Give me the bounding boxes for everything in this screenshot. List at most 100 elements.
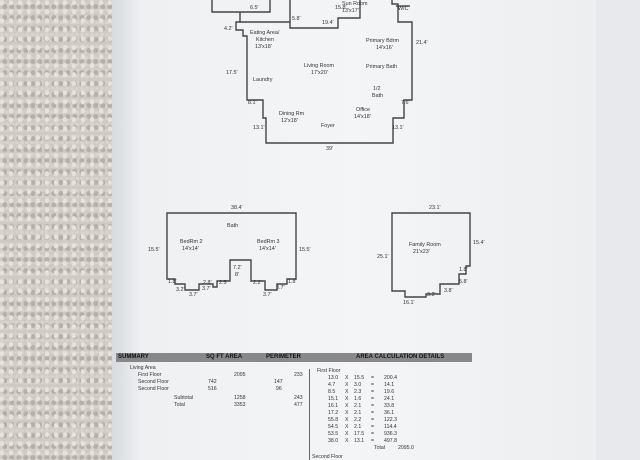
detail-cell: X	[345, 389, 349, 395]
dim-label: 8'	[235, 272, 239, 278]
primary-bdrm-label: Primary Bdrm	[366, 38, 399, 44]
details-total-value: 2095.0	[398, 445, 414, 451]
detail-cell: 16.1	[328, 403, 339, 409]
total-perimeter: 477	[294, 402, 303, 408]
detail-cell: =	[371, 382, 375, 388]
summary-row-sqft: 2095	[234, 372, 246, 378]
detail-cell: 497.8	[384, 438, 397, 444]
wic-label: WIC	[398, 6, 409, 12]
dim-label: 3.7'	[276, 285, 285, 291]
dim-label: 25.1'	[377, 254, 389, 260]
dim-label: 1.8'	[168, 279, 177, 285]
detail-cell: 114.4	[384, 424, 397, 430]
dim-label: 16.1'	[403, 300, 415, 306]
detail-cell: 4.7	[328, 382, 336, 388]
detail-cell: 1.6	[354, 396, 362, 402]
summary-row-perimeter: 96	[276, 386, 282, 392]
detail-cell: 17.5	[354, 431, 365, 437]
bath-label: Bath	[227, 223, 238, 229]
dim-label: 19.4'	[322, 20, 334, 26]
dim-label: 2.5'	[219, 280, 228, 286]
detail-cell: X	[345, 431, 349, 437]
detail-cell: =	[371, 389, 375, 395]
eating-area-label: Eating Area/	[250, 30, 280, 36]
subtotal-label: Subtotal	[174, 395, 194, 401]
detail-cell: 14.1	[384, 382, 395, 388]
detail-cell: 19.6	[384, 389, 395, 395]
dim-label: 21.4'	[416, 40, 428, 46]
office-dims: 14'x18'	[354, 114, 371, 120]
detail-cell: X	[345, 382, 349, 388]
detail-cell: =	[371, 396, 375, 402]
detail-cell: =	[371, 417, 375, 423]
detail-cell: 53.5	[328, 431, 339, 437]
detail-cell: 15.1	[328, 396, 339, 402]
primary-bdrm-dims: 14'x16'	[376, 45, 393, 51]
detail-cell: 2.1	[354, 424, 362, 430]
details-total-label: Total	[374, 445, 385, 451]
detail-cell: 38.0	[328, 438, 339, 444]
detail-cell: 8.5	[328, 389, 336, 395]
family-room-plan: 23.1' 15.4' 25.1' 1.8' 5.8' 3.2' 3.8' 16…	[377, 205, 485, 306]
detail-cell: 122.3	[384, 417, 397, 423]
dim-label: 1.8'	[288, 279, 297, 285]
bedrm2-dims: 14'x14'	[182, 246, 199, 252]
detail-cell: 13.1	[354, 438, 365, 444]
detail-cell: =	[371, 431, 375, 437]
detail-cell: 2.1	[354, 403, 362, 409]
first-floor-plan: 6.5' 19.4' 15.8' 5.8' 4.2' 21.4' 17.5' 8…	[211, 0, 428, 152]
foyer-label: Foyer	[321, 123, 335, 129]
dim-label: 7.2'	[233, 265, 242, 271]
dim-label: 15.4'	[473, 240, 485, 246]
dim-label: 5.8'	[459, 279, 468, 285]
table-header-bar	[116, 353, 472, 362]
dim-label: 2.2'	[253, 280, 262, 286]
living-room-dims: 17'x20'	[311, 70, 328, 76]
detail-cell: 2.3	[354, 389, 362, 395]
detail-cell: X	[345, 375, 349, 381]
family-room-label: Family Room	[409, 242, 441, 248]
dim-label: 15.5'	[299, 247, 311, 253]
summary-row-sqft: 516	[208, 386, 217, 392]
dining-rm-dims: 12'x18'	[281, 118, 298, 124]
first-floor-label: First Floor	[317, 368, 341, 374]
living-room-label: Living Room	[304, 63, 334, 69]
summary-row-perimeter: 147	[274, 379, 283, 385]
dim-label: 6.5'	[250, 5, 259, 11]
primary-bath-label: Primary Bath	[366, 64, 397, 70]
sun-room-label: Sun Room	[342, 1, 368, 7]
detail-cell: 24.1	[384, 396, 395, 402]
summary-row-label: First Floor	[138, 372, 162, 378]
bedrm3-dims: 14'x14'	[259, 246, 276, 252]
detail-cell: X	[345, 403, 349, 409]
dim-label: 3.8'	[444, 288, 453, 294]
detail-cell: X	[345, 438, 349, 444]
sun-room-dims: 13'x17'	[342, 8, 359, 14]
detail-cell: =	[371, 403, 375, 409]
dim-label: 5.8'	[292, 16, 301, 22]
sqft-header: SQ FT AREA	[206, 354, 243, 360]
half-bath-label: 1/2	[373, 86, 381, 92]
summary-row-sqft: 742	[208, 379, 217, 385]
dim-label: 23.1'	[429, 205, 441, 211]
summary-row-perimeter: 233	[294, 372, 303, 378]
detail-cell: 200.4	[384, 375, 397, 381]
detail-cell: =	[371, 424, 375, 430]
office-label: Office	[356, 107, 370, 113]
dim-label: 39'	[326, 146, 333, 152]
dim-label: 4.2'	[224, 26, 233, 32]
detail-cell: =	[371, 438, 375, 444]
detail-cell: X	[345, 417, 349, 423]
dim-label: 2.8'	[203, 280, 212, 286]
perimeter-header: PERIMETER	[266, 354, 302, 360]
bedrm3-label: BedRm 3	[257, 239, 279, 245]
dim-label: 15.8'	[335, 5, 347, 11]
subtotal-sqft: 1258	[234, 395, 246, 401]
detail-cell: X	[345, 396, 349, 402]
bedrm2-label: BedRm 2	[180, 239, 202, 245]
dim-label: 3.7'	[202, 286, 211, 292]
detail-cell: 3.0	[354, 382, 362, 388]
detail-cell: 2.1	[354, 410, 362, 416]
